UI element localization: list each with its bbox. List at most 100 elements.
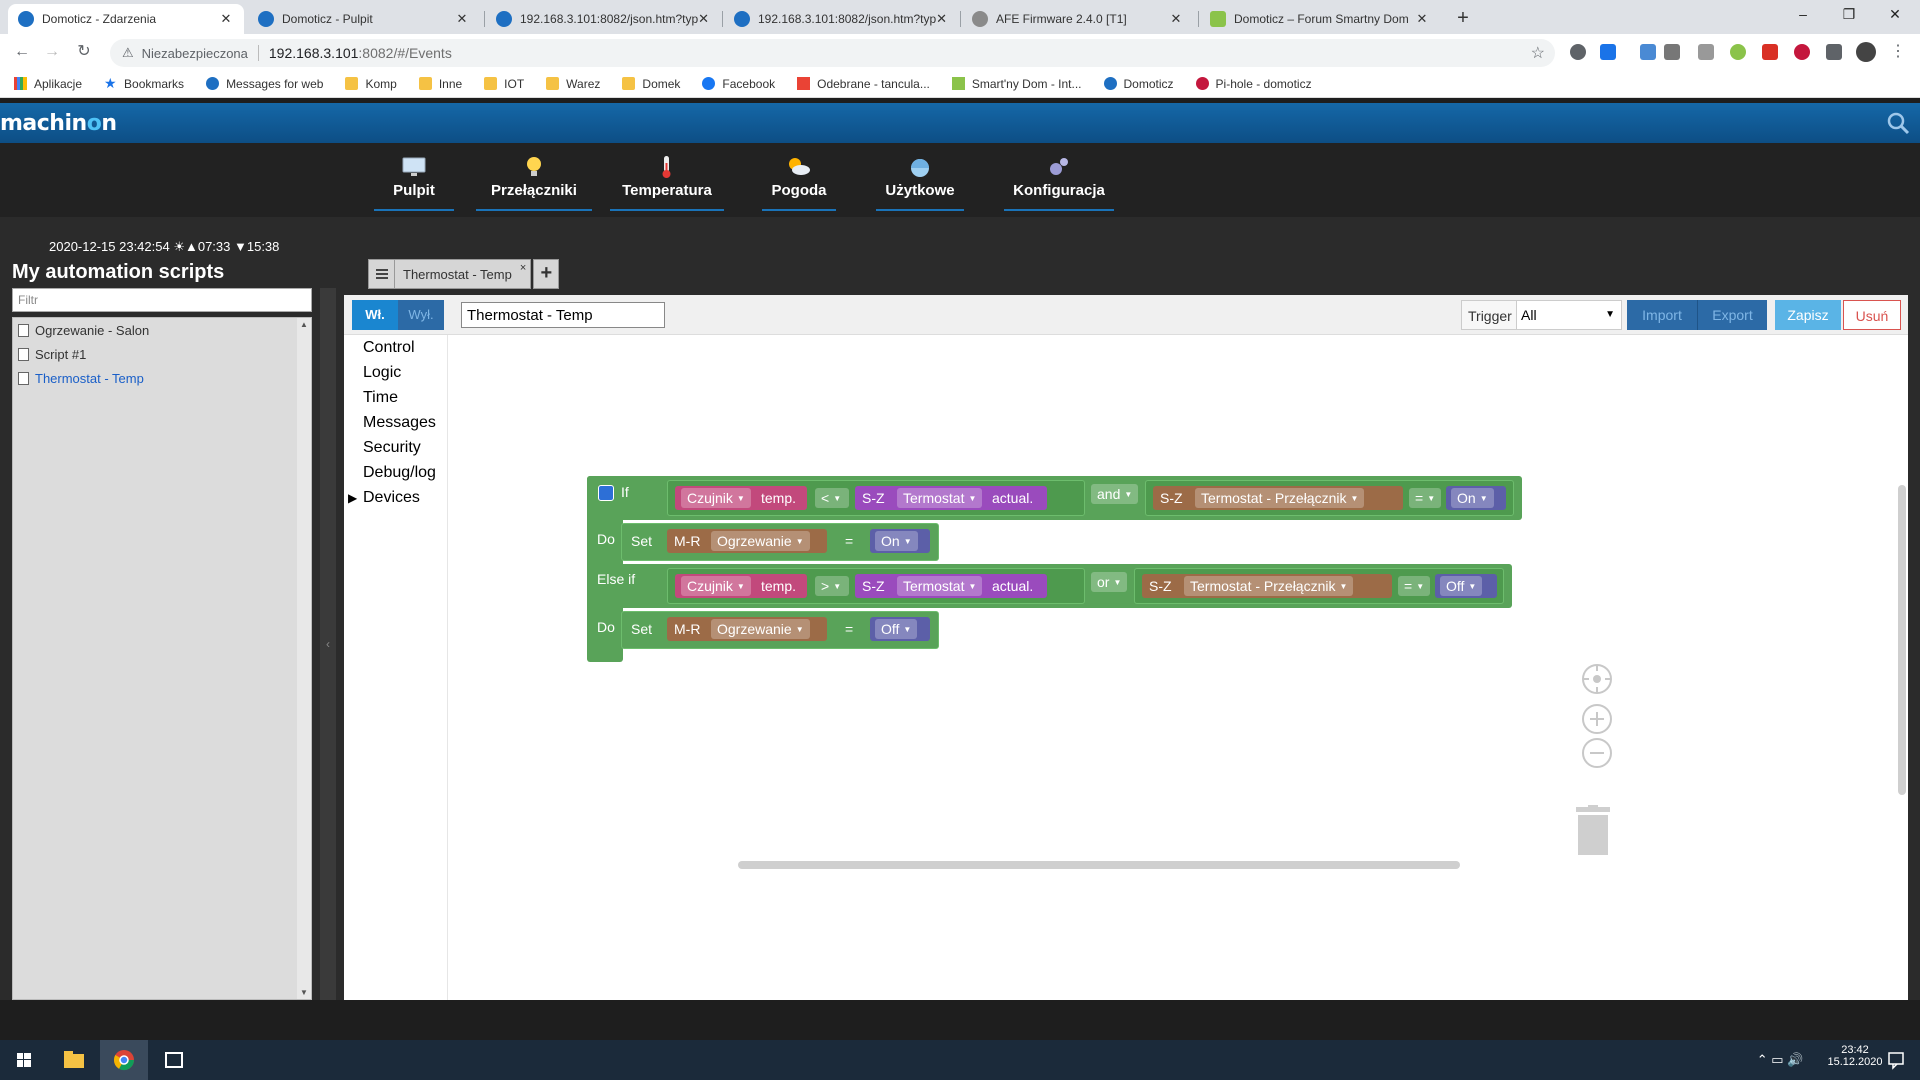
- profile-avatar[interactable]: [1856, 42, 1876, 62]
- close-window-icon[interactable]: ✕: [1889, 6, 1901, 22]
- sensor-type-dropdown[interactable]: Czujnik▼: [681, 576, 751, 596]
- operator-dropdown[interactable]: =▼: [1398, 576, 1430, 596]
- value-block[interactable]: [870, 617, 930, 641]
- nav-uzytkowe[interactable]: Użytkowe: [876, 155, 964, 211]
- extension-gmail-icon[interactable]: [1762, 44, 1778, 60]
- bookmark-item[interactable]: Smart'ny Dom - Int...: [951, 77, 1082, 91]
- category-logic[interactable]: Logic: [363, 364, 402, 381]
- nav-pogoda[interactable]: Pogoda: [762, 155, 836, 211]
- device-block[interactable]: [1142, 574, 1392, 598]
- browser-tab[interactable]: Domoticz - Pulpit ✕: [248, 4, 480, 34]
- menu-icon[interactable]: [369, 260, 395, 288]
- chrome-icon[interactable]: [100, 1040, 148, 1080]
- save-button[interactable]: Zapisz: [1775, 300, 1841, 330]
- nav-temperatura[interactable]: Temperatura: [610, 155, 724, 211]
- bookmark-item[interactable]: Inne: [418, 77, 462, 91]
- list-scrollbar[interactable]: ▲ ▼: [297, 318, 311, 999]
- value-block[interactable]: [870, 529, 930, 553]
- device-block[interactable]: [667, 617, 827, 641]
- machinon-logo[interactable]: machinon: [0, 111, 117, 136]
- windows-start-icon[interactable]: [0, 1040, 48, 1080]
- filter-input[interactable]: [12, 288, 312, 312]
- category-debug-log[interactable]: Debug/log: [363, 464, 436, 481]
- script-item[interactable]: Ogrzewanie - Salon: [13, 318, 311, 342]
- search-icon[interactable]: [1886, 111, 1910, 135]
- logic-op-dropdown[interactable]: and▼: [1091, 484, 1139, 504]
- menu-dots-icon[interactable]: ⋮: [1890, 43, 1906, 60]
- sensor-type-dropdown[interactable]: Czujnik▼: [681, 488, 751, 508]
- trash-icon[interactable]: [1574, 805, 1612, 857]
- extension-p-icon[interactable]: [1640, 44, 1656, 60]
- close-icon[interactable]: ×: [519, 262, 527, 274]
- script-item-active[interactable]: Thermostat - Temp: [13, 366, 311, 390]
- category-security[interactable]: Security: [363, 439, 421, 456]
- gear-icon[interactable]: [598, 485, 614, 501]
- close-icon[interactable]: ✕: [456, 11, 468, 26]
- bookmark-item[interactable]: Warez: [546, 77, 600, 91]
- address-bar[interactable]: ⚠ Niezabezpieczona 192.168.3.101 :8082/#…: [110, 39, 1555, 67]
- device-block[interactable]: [855, 486, 1047, 510]
- device-dropdown[interactable]: Termostat - Przełącznik▼: [1184, 576, 1354, 596]
- back-icon[interactable]: ←: [14, 43, 30, 60]
- close-icon[interactable]: ✕: [1416, 11, 1428, 26]
- extension-reader-icon[interactable]: [1664, 44, 1680, 60]
- workspace-scrollbar-vertical[interactable]: [1898, 485, 1906, 795]
- extension-s-icon[interactable]: [1600, 44, 1616, 60]
- browser-tab[interactable]: Domoticz – Forum Smartny Dom ✕: [1200, 4, 1440, 34]
- nav-pulpit[interactable]: Pulpit: [374, 155, 454, 211]
- operator-dropdown[interactable]: <▼: [815, 488, 849, 508]
- value-dropdown[interactable]: Off▼: [875, 619, 918, 639]
- bookmark-item[interactable]: Facebook: [702, 77, 775, 91]
- sensor-block[interactable]: [675, 574, 807, 598]
- device-block[interactable]: [1153, 486, 1403, 510]
- bookmark-item[interactable]: Pi-hole - domoticz: [1195, 77, 1312, 91]
- value-dropdown[interactable]: Off▼: [1440, 576, 1483, 596]
- category-messages[interactable]: Messages: [363, 414, 436, 431]
- extension-folder-icon[interactable]: [1698, 44, 1714, 60]
- trigger-select[interactable]: All ▼: [1516, 300, 1622, 330]
- file-explorer-icon[interactable]: [50, 1040, 98, 1080]
- add-tab-button[interactable]: +: [533, 259, 560, 289]
- delete-button[interactable]: Usuń: [1843, 300, 1901, 330]
- operator-dropdown[interactable]: >▼: [815, 576, 849, 596]
- value-block[interactable]: [1435, 574, 1497, 598]
- app-grid-icon[interactable]: [150, 1040, 198, 1080]
- close-icon[interactable]: ✕: [698, 11, 710, 26]
- extension-shield-icon[interactable]: [1570, 44, 1586, 60]
- nav-konfiguracja[interactable]: Konfiguracja: [1004, 155, 1114, 211]
- scroll-down-icon[interactable]: ▼: [300, 988, 308, 997]
- editor-tab[interactable]: Thermostat - Temp ×: [368, 259, 532, 289]
- minimize-icon[interactable]: –: [1799, 6, 1807, 22]
- zoom-out-icon[interactable]: [1582, 738, 1612, 768]
- device-block[interactable]: [855, 574, 1047, 598]
- restore-icon[interactable]: ❐: [1842, 6, 1856, 22]
- close-icon[interactable]: ✕: [220, 11, 232, 26]
- category-devices[interactable]: Devices: [363, 489, 420, 506]
- workspace-scrollbar-horizontal[interactable]: [738, 861, 1460, 869]
- system-tray-icons[interactable]: ⌃ ▭ 🔊: [1756, 1052, 1804, 1067]
- operator-dropdown[interactable]: =▼: [1409, 488, 1441, 508]
- device-block[interactable]: [667, 529, 827, 553]
- reload-icon[interactable]: ↻: [77, 43, 91, 60]
- clock[interactable]: 23:42 15.12.2020: [1820, 1040, 1890, 1080]
- bookmark-item[interactable]: IOT: [484, 77, 524, 91]
- sidebar-collapse-handle[interactable]: ‹: [320, 288, 336, 1000]
- enable-toggle-off[interactable]: Wył.: [398, 300, 444, 330]
- device-dropdown[interactable]: Termostat - Przełącznik▼: [1195, 488, 1365, 508]
- extension-green-icon[interactable]: [1730, 44, 1746, 60]
- blocks-workspace[interactable]: If Do Else if Do Czujnik▼ temp. <▼ S-Z T…: [447, 335, 1908, 1000]
- browser-tab[interactable]: 192.168.3.101:8082/json.htm?typ ✕: [486, 4, 718, 34]
- category-control[interactable]: Control: [363, 339, 415, 356]
- category-time[interactable]: Time: [363, 389, 398, 406]
- bookmark-item[interactable]: Komp: [345, 77, 397, 91]
- bookmark-item[interactable]: Aplikacje: [14, 77, 82, 91]
- browser-tab[interactable]: 192.168.3.101:8082/json.htm?typ ✕: [724, 4, 956, 34]
- close-icon[interactable]: ✕: [1170, 11, 1182, 26]
- bookmark-item[interactable]: Messages for web: [206, 77, 323, 91]
- extension-ublock-icon[interactable]: [1794, 44, 1810, 60]
- recenter-icon[interactable]: [1582, 664, 1612, 694]
- sensor-block[interactable]: [675, 486, 807, 510]
- nav-przelaczniki[interactable]: Przełączniki: [476, 155, 592, 211]
- logic-op-dropdown[interactable]: or▼: [1091, 572, 1128, 592]
- import-button[interactable]: Import: [1627, 300, 1697, 330]
